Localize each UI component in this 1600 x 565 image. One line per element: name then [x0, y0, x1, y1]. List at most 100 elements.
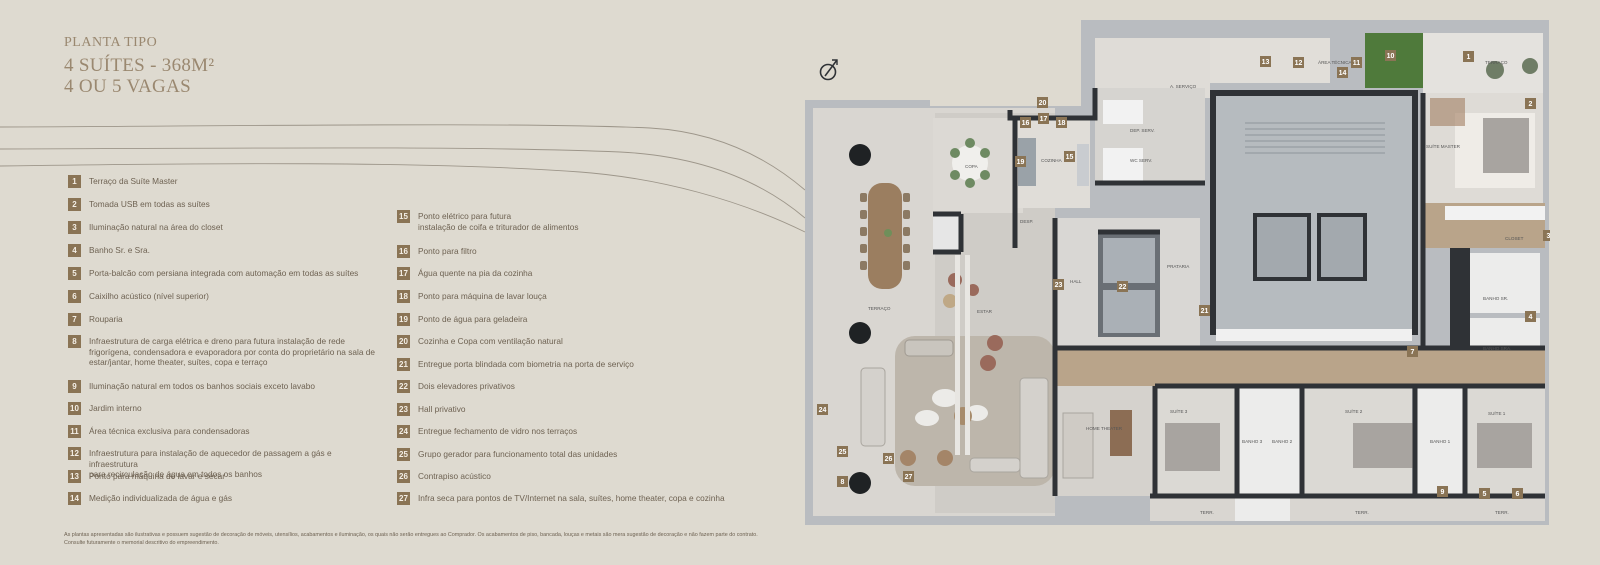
label-terr-b: TERR.: [1355, 510, 1369, 515]
legend-number-badge: 9: [68, 380, 81, 393]
label-copa: COPA: [965, 164, 979, 169]
label-suite-3: SUÍTE 3: [1170, 408, 1188, 414]
legend-number-badge: 23: [397, 403, 410, 416]
legend-number-badge: 1: [68, 175, 81, 188]
legend-text: Cozinha e Copa com ventilação natural: [418, 336, 563, 346]
label-terraco-master: TERRAÇO: [1485, 60, 1508, 65]
plan-marker-13: 13: [1260, 56, 1271, 67]
plan-marker-9: 9: [1437, 486, 1448, 497]
legend-number-badge: 16: [397, 245, 410, 258]
legend-number-badge: 12: [68, 447, 81, 460]
plan-marker-12: 12: [1293, 57, 1304, 68]
legend-number-badge: 11: [68, 425, 81, 438]
legend-number-badge: 18: [397, 290, 410, 303]
plan-marker-number: 26: [885, 456, 893, 463]
plan-marker-number: 19: [1017, 159, 1025, 166]
legend-text: Área técnica exclusiva para condensadora…: [89, 426, 250, 436]
plan-marker-number: 4: [1529, 314, 1533, 321]
legend-number-badge: 22: [397, 380, 410, 393]
north-compass-icon: [819, 59, 838, 81]
plan-marker-number: 8: [841, 479, 845, 486]
label-terraco: TERRAÇO: [868, 306, 891, 311]
plan-title-block: PLANTA TIPO 4 SUÍTES - 368M² 4 OU 5 VAGA…: [64, 36, 214, 97]
label-banho-sra: BANHO SRA.: [1483, 346, 1511, 351]
legend-text: Ponto para filtro: [418, 246, 477, 256]
plan-marker-number: 16: [1022, 120, 1030, 127]
legend-text: Banho Sr. e Sra.: [89, 245, 150, 255]
legend-text: Água quente na pia da cozinha: [418, 268, 533, 278]
label-area-tecnica: ÁREA TÉCNICA: [1318, 59, 1353, 65]
plan-marker-17: 17: [1038, 113, 1049, 124]
legend-text: Ponto para máquina de lavar louça: [418, 291, 547, 301]
legend-number-badge: 21: [397, 358, 410, 371]
plan-marker-10: 10: [1385, 50, 1396, 61]
legend-text: Contrapiso acústico: [418, 471, 491, 481]
label-wc-serv: WC SERV.: [1130, 158, 1152, 163]
legend-item: 11 Área técnica exclusiva para condensado…: [68, 425, 250, 438]
legend-item: 12 Infraestrutura para instalação de aque…: [68, 447, 378, 480]
legend-number-badge: 24: [397, 425, 410, 438]
label-hall: HALL: [1070, 279, 1082, 284]
plan-marker-number: 3: [1547, 233, 1550, 240]
legend-number-badge: 17: [397, 267, 410, 280]
legend-number-badge: 13: [68, 470, 81, 483]
legend-text: Tomada USB em todas as suítes: [89, 199, 210, 209]
plan-marker-16: 16: [1020, 117, 1031, 128]
legend-item: 24 Entregue fechamento de vidro nos terra…: [397, 425, 577, 438]
legend-number-badge: 26: [397, 470, 410, 483]
plan-marker-number: 15: [1066, 154, 1074, 161]
plan-title-parking: 4 OU 5 VAGAS: [64, 76, 191, 97]
label-banho-3: BANHO 3: [1242, 439, 1263, 444]
label-cozinha: COZINHA: [1041, 158, 1063, 163]
legend-text: Ponto elétrico para futura instalação de…: [418, 211, 579, 232]
legend-number-badge: 25: [397, 448, 410, 461]
floor-plan: TERRAÇO ESTAR COPA COZINHA DESP. HALL A.…: [805, 20, 1550, 525]
legend-text: Infraestrutura para instalação de aquece…: [89, 448, 332, 479]
legend-number-badge: 10: [68, 402, 81, 415]
plan-marker-3: 3: [1543, 230, 1550, 241]
legend-number-badge: 14: [68, 492, 81, 505]
legend-text: Jardim interno: [89, 403, 142, 413]
legend-item: 10 Jardim interno: [68, 402, 142, 415]
label-banho-1: BANHO 1: [1430, 439, 1451, 444]
plan-marker-15: 15: [1064, 151, 1075, 162]
label-desp: DESP.: [1020, 219, 1033, 224]
label-suite-1: SUÍTE 1: [1488, 410, 1506, 416]
plan-marker-number: 18: [1058, 120, 1066, 127]
legend-item: 26 Contrapiso acústico: [397, 470, 491, 483]
plan-marker-number: 9: [1441, 489, 1445, 496]
label-banho-2: BANHO 2: [1272, 439, 1293, 444]
legend-number-badge: 15: [397, 210, 410, 223]
label-suite-master: SUÍTE MASTER: [1426, 143, 1461, 149]
label-prataria: PRATARIA: [1167, 264, 1190, 269]
plan-marker-19: 19: [1015, 156, 1026, 167]
label-dep-serv: DEP. SERV.: [1130, 128, 1155, 133]
plan-marker-8: 8: [837, 476, 848, 487]
plan-marker-number: 5: [1483, 491, 1487, 498]
plan-marker-number: 2: [1529, 101, 1533, 108]
legend-text: Dois elevadores privativos: [418, 381, 515, 391]
legend-item: 22 Dois elevadores privativos: [397, 380, 515, 393]
plan-marker-number: 23: [1055, 282, 1063, 289]
legend-text: Entregue porta blindada com biometria na…: [418, 359, 634, 369]
plan-marker-25: 25: [837, 446, 848, 457]
label-estar: ESTAR: [977, 309, 993, 314]
legend-number-badge: 4: [68, 244, 81, 257]
label-a-servico: A. SERVIÇO: [1170, 84, 1197, 89]
legend-text: Ponto para máquina de lavar e secar: [89, 471, 226, 481]
legend-item: 15 Ponto elétrico para futura instalação …: [397, 210, 579, 232]
legend-number-badge: 6: [68, 290, 81, 303]
plan-marker-number: 27: [905, 474, 913, 481]
plan-marker-27: 27: [903, 471, 914, 482]
plan-marker-number: 21: [1201, 308, 1209, 315]
plan-marker-23: 23: [1053, 279, 1064, 290]
legend-item: 13 Ponto para máquina de lavar e secar: [68, 470, 225, 483]
legend-text: Entregue fechamento de vidro nos terraço…: [418, 426, 578, 436]
legend-item: 16 Ponto para filtro: [397, 245, 477, 258]
plan-marker-14: 14: [1337, 67, 1348, 78]
legend-item: 21 Entregue porta blindada com biometria …: [397, 358, 634, 371]
